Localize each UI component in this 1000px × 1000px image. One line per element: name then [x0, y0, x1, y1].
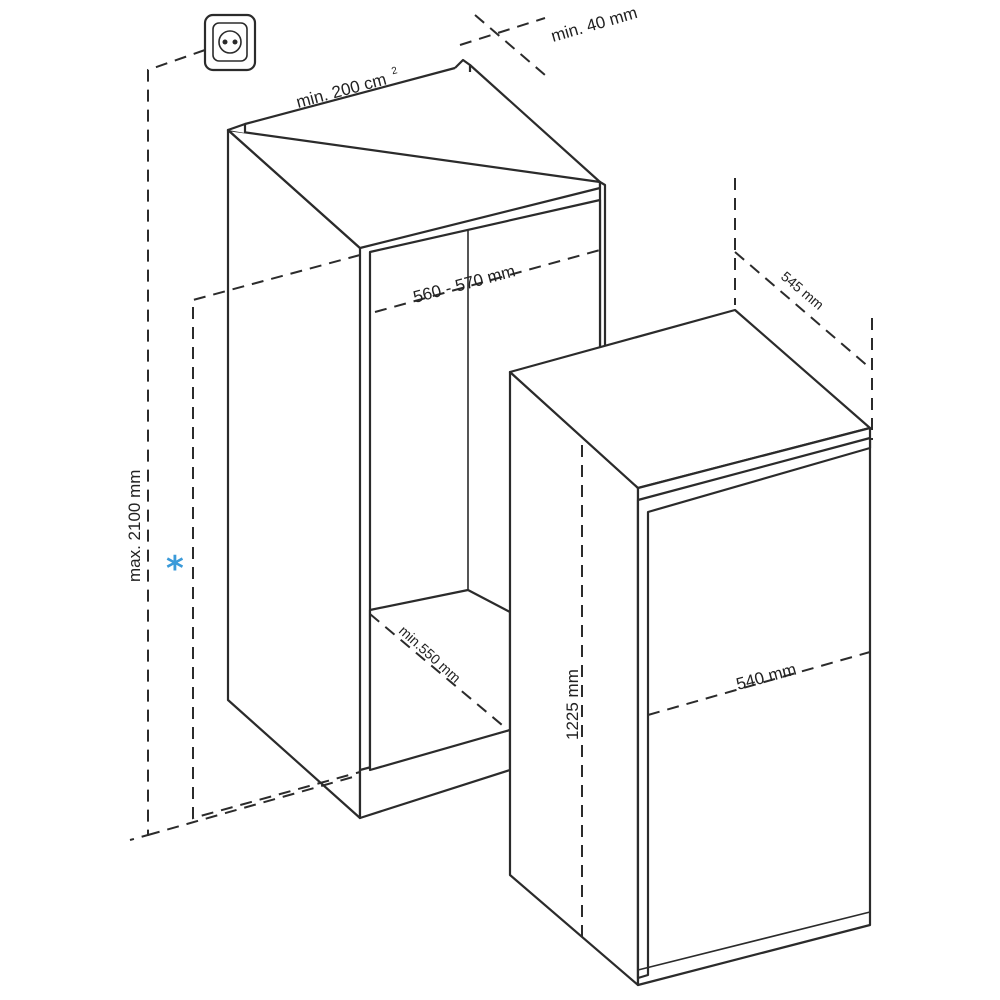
vent-area-unit-superscript: 2: [390, 65, 399, 77]
asterisk-marker: *: [166, 549, 184, 589]
vent-area-label-group: min. 200 cm 2: [294, 65, 399, 112]
max-height-label: max. 2100 mm: [125, 470, 144, 582]
dimension-lines: [129, 14, 873, 940]
power-socket-icon: [203, 13, 257, 72]
top-clearance-label: min. 40 mm: [549, 3, 640, 46]
appliance-depth-label: 545 mm: [778, 268, 827, 313]
appliance-height-label: 1225 mm: [563, 669, 582, 740]
vent-area-label: min. 200 cm: [294, 70, 388, 112]
appliance: [508, 308, 872, 987]
niche-cabinet: [226, 58, 607, 820]
